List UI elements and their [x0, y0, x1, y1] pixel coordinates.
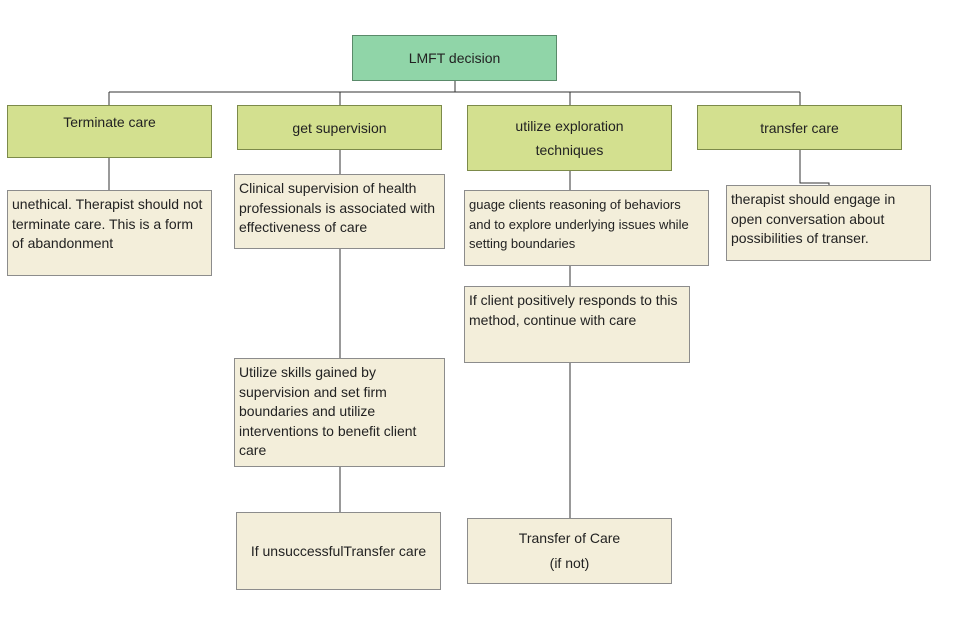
note-terminate-text: unethical. Therapist should not terminat…	[12, 196, 203, 251]
note-supervision-outcome-text: If unsuccessfulTransfer care	[250, 542, 427, 559]
root-node-lmft-decision: LMFT decision	[352, 35, 557, 81]
branch-utilize-exploration-line-2: techniques	[535, 142, 604, 158]
note-supervision-skills: Utilize skills gained by supervision and…	[234, 358, 445, 467]
note-clinical-supervision-text: Clinical supervision of health professio…	[239, 180, 436, 235]
branch-terminate-care-label: Terminate care	[63, 114, 156, 130]
note-exploration-response: If client positively responds to this me…	[464, 286, 690, 363]
note-exploration-outcome-line-1: Transfer of Care	[518, 530, 621, 546]
branch-terminate-care: Terminate care	[7, 105, 212, 158]
branch-transfer-care-label: transfer care	[760, 119, 839, 136]
branch-get-supervision-label: get supervision	[292, 119, 387, 136]
note-exploration-outcome: Transfer of Care (if not)	[467, 518, 672, 584]
connector-transfer-note	[799, 150, 830, 185]
note-exploration-reasoning-text: guage clients reasoning of behaviors and…	[469, 197, 689, 251]
note-exploration-outcome-line-2: (if not)	[549, 555, 590, 571]
note-supervision-skills-text: Utilize skills gained by supervision and…	[239, 364, 417, 458]
note-supervision-outcome: If unsuccessfulTransfer care	[236, 512, 441, 590]
note-transfer-conversation-text: therapist should engage in open conversa…	[731, 191, 896, 246]
note-terminate-unethical: unethical. Therapist should not terminat…	[7, 190, 212, 276]
branch-utilize-exploration-label: utilize exploration techniques	[515, 114, 623, 162]
note-exploration-response-text: If client positively responds to this me…	[469, 292, 678, 328]
branch-utilize-exploration-line-1: utilize exploration	[515, 118, 624, 134]
branch-utilize-exploration: utilize exploration techniques	[467, 105, 672, 171]
branch-get-supervision: get supervision	[237, 105, 442, 150]
root-node-label: LMFT decision	[408, 50, 501, 66]
note-transfer-conversation: therapist should engage in open conversa…	[726, 185, 931, 261]
note-exploration-outcome-text: Transfer of Care (if not)	[519, 526, 620, 576]
branch-transfer-care: transfer care	[697, 105, 902, 150]
note-exploration-reasoning: guage clients reasoning of behaviors and…	[464, 190, 709, 266]
note-clinical-supervision: Clinical supervision of health professio…	[234, 174, 445, 249]
